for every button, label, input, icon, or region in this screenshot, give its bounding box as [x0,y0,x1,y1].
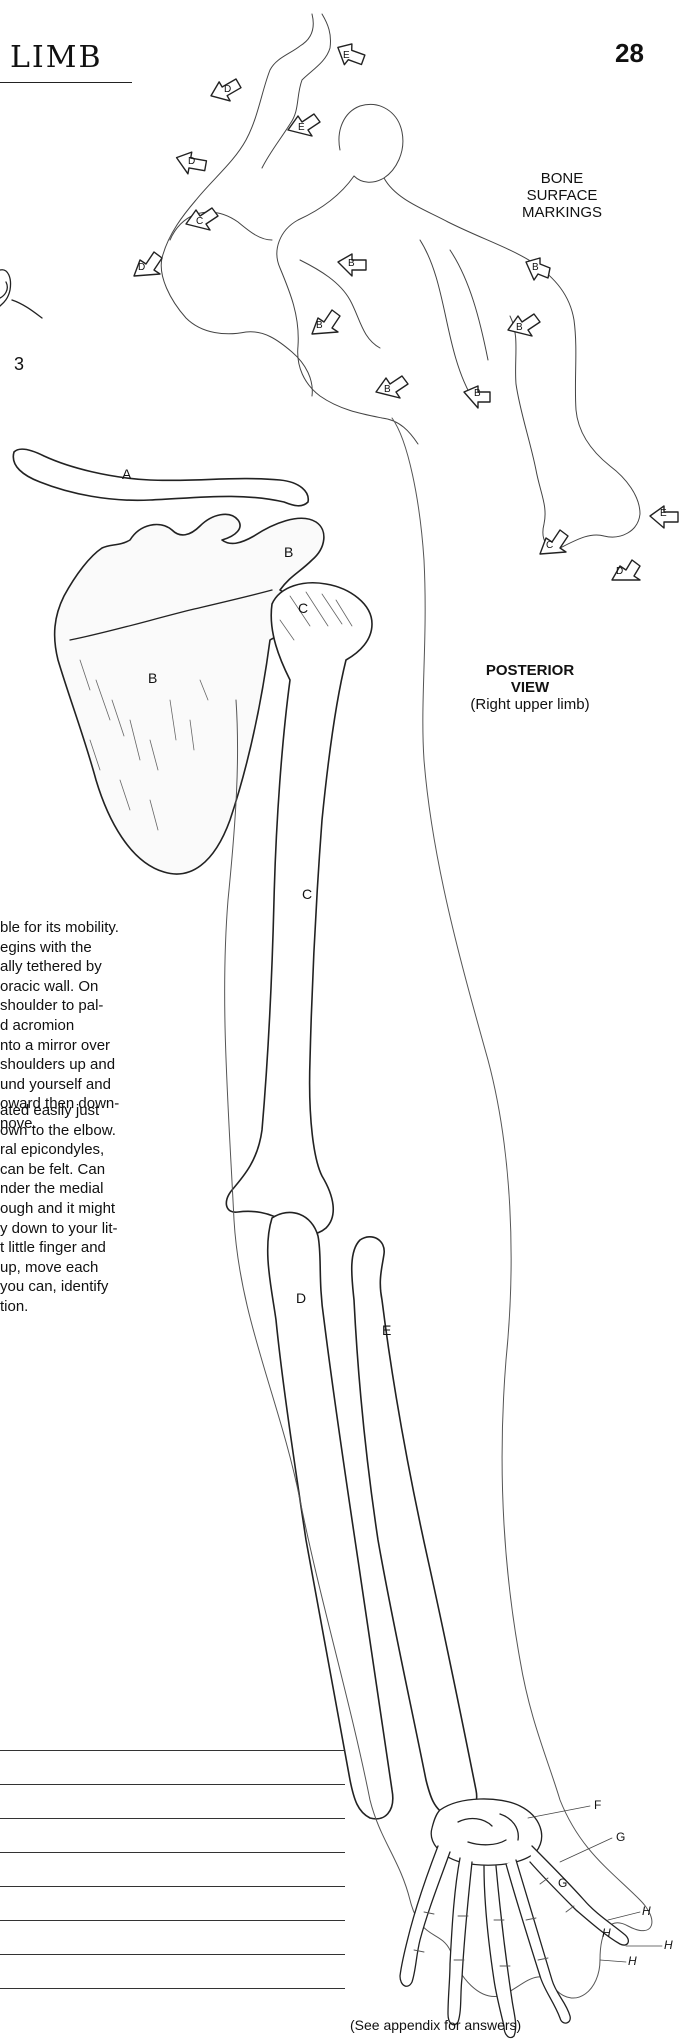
finger-middle [484,1866,516,2038]
answer-line[interactable] [0,1784,345,1785]
finger-little [400,1846,450,1986]
arrow-letter: B [532,262,539,273]
label-d-ulna: D [296,1290,306,1306]
arrow-letter: E [298,122,305,133]
answer-line[interactable] [0,1920,345,1921]
surface-marking-arrows [134,40,678,580]
label-h-phalanx-4: H [628,1954,637,1968]
arrow-letter: C [196,216,203,227]
leader-lines [528,1806,662,1962]
arrow-letter: E [343,50,350,61]
finger-thumb [530,1846,628,1945]
arrow-marker-c-right [540,530,568,554]
answer-line[interactable] [0,1988,345,1989]
answer-line[interactable] [0,1954,345,1955]
arrow-letter: B [474,388,481,399]
label-h-phalanx-3: H [602,1926,611,1940]
arrow-marker-b-3 [376,376,408,398]
label-h-phalanx-2: H [664,1938,673,1952]
finger-ring [448,1858,472,2025]
hand-bones [400,1799,628,2038]
arrow-letter: E [660,508,667,519]
label-e-radius: E [382,1322,391,1338]
arrow-letter: B [348,258,355,269]
label-g-metacarpal-2: G [558,1876,567,1890]
arrow-letter: D [138,262,145,273]
label-c-humerus: C [302,886,312,902]
arrow-letter: C [546,540,553,551]
arrow-letter: B [384,384,391,395]
partial-figure-3-sketch [0,270,42,318]
arrow-letter: D [224,84,231,95]
answer-line[interactable] [0,1852,345,1853]
label-b-scapula: B [148,670,157,686]
arrow-letter: B [316,320,323,331]
label-h-phalanx-1: H [642,1904,651,1918]
arrow-marker-b-5 [508,314,540,336]
label-g-metacarpal-1: G [616,1830,625,1844]
body-silhouette-sketch [161,14,640,549]
answer-line[interactable] [0,1750,345,1751]
label-a-clavicle: A [122,466,131,482]
answer-line[interactable] [0,1886,345,1887]
label-c-humeral-head: C [298,600,308,616]
label-b-acromion: B [284,544,293,560]
appendix-note: (See appendix for answers) [350,2017,521,2033]
answer-line[interactable] [0,1818,345,1819]
arrow-letter: D [188,156,195,167]
arrow-letter: D [616,566,623,577]
arrow-letter: B [516,322,523,333]
arrow-marker-e-top [333,40,367,70]
label-f-carpals: F [594,1798,601,1812]
clavicle-bone [13,449,308,506]
